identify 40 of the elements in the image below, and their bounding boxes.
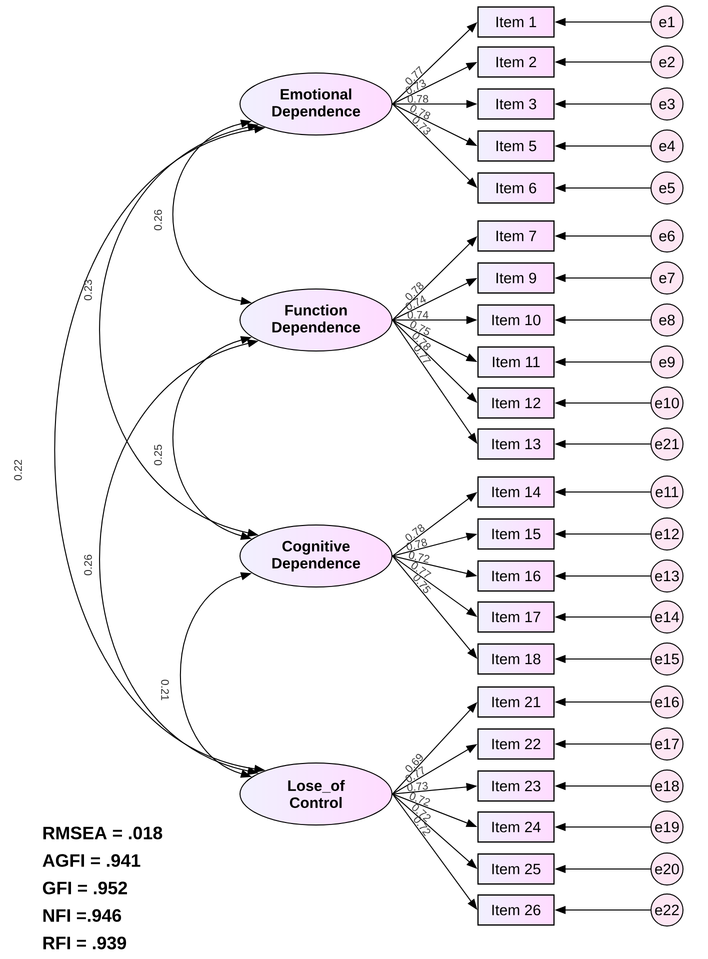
item-box: Item 17 bbox=[477, 601, 555, 633]
item-box: Item 18 bbox=[477, 643, 555, 675]
item-box: Item 24 bbox=[477, 811, 555, 843]
edge-label: 0.74 bbox=[408, 311, 428, 319]
item-box: Item 25 bbox=[477, 853, 555, 885]
item-box: Item 11 bbox=[477, 346, 555, 378]
item-box: Item 12 bbox=[477, 387, 555, 419]
fit-index: RFI = .939 bbox=[43, 936, 126, 950]
edge-label: 0.25 bbox=[154, 444, 162, 466]
edge-label: 0.78 bbox=[408, 95, 428, 103]
item-box: Item 9 bbox=[477, 262, 555, 294]
edge-label: 0.21 bbox=[161, 680, 169, 700]
item-box: Item 3 bbox=[477, 88, 555, 120]
item-box: Item 1 bbox=[477, 6, 555, 38]
item-box: Item 5 bbox=[477, 130, 555, 162]
edge-label: 0.72 bbox=[410, 792, 430, 806]
edge-label: 0.73 bbox=[407, 782, 428, 792]
item-box: Item 23 bbox=[477, 770, 555, 802]
item-box: Item 22 bbox=[477, 728, 555, 760]
edge-label: 0.72 bbox=[408, 551, 430, 564]
fit-index: RMSEA = .018 bbox=[43, 826, 162, 840]
edge-label: 0.78 bbox=[405, 524, 425, 541]
edge-label: 0.22 bbox=[14, 460, 22, 480]
item-box: Item 7 bbox=[477, 220, 555, 252]
item-box: Item 16 bbox=[477, 560, 555, 592]
item-box: Item 2 bbox=[477, 46, 555, 78]
item-box: Item 6 bbox=[477, 172, 555, 204]
edge-label: 0.23 bbox=[84, 280, 92, 300]
item-box: Item 26 bbox=[477, 894, 555, 926]
item-box: Item 15 bbox=[477, 518, 555, 550]
edge-label: 0.78 bbox=[406, 538, 428, 550]
fit-index: AGFI = .941 bbox=[42, 854, 140, 867]
item-box: Item 13 bbox=[477, 428, 555, 460]
edge-label: 0.26 bbox=[84, 554, 92, 576]
fit-index: GFI = .952 bbox=[42, 882, 127, 894]
item-box: Item 10 bbox=[477, 304, 555, 336]
item-box: Item 14 bbox=[477, 476, 555, 508]
item-box: Item 21 bbox=[477, 686, 555, 718]
fit-index: NFI =.946 bbox=[43, 909, 122, 922]
edge-label: 0.26 bbox=[154, 210, 162, 230]
